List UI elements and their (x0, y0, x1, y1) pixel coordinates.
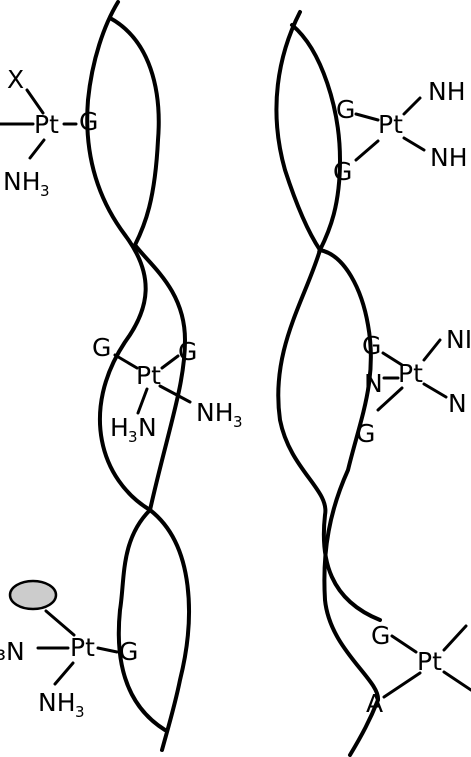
pt-n-top-bond (422, 338, 442, 362)
nh3-label-bottom: NH (38, 688, 76, 717)
nh3-subscript-bottom: 3 (75, 703, 85, 721)
intrastrand-gng-adduct: G N G Pt NI N (356, 325, 471, 448)
g1-pt-bond-mid-right (381, 351, 404, 367)
pt-label: Pt (34, 110, 59, 139)
protein-crosslink-adduct: ₃N Pt G NH 3 (0, 579, 138, 721)
g1-label: G (92, 333, 111, 362)
intrastrand-ag-adduct: G A Pt (366, 621, 471, 718)
g2-label-mid-right: G (356, 419, 375, 448)
pt-label-bottom-right: Pt (417, 647, 442, 676)
pt-label-right: Pt (378, 110, 403, 139)
nh3-label: NH (3, 167, 41, 196)
right-helix-strand-b (290, 23, 380, 757)
g1-label-mid-right: G (362, 331, 381, 360)
a-pt-bond (382, 671, 422, 699)
h3n-n-label: N (138, 413, 157, 442)
pt-nh-bottom-bond (402, 136, 426, 152)
intrastrand-gg-adduct: G G Pt NH NH (333, 77, 468, 186)
g1-pt-bond-right (354, 112, 380, 122)
right-helix (274, 10, 382, 757)
nh-bottom-label: NH (430, 143, 468, 172)
left-helix-strand-b (108, 16, 188, 732)
pt-nh3-bond (28, 138, 46, 160)
nh3-subscript: 3 (40, 182, 50, 200)
a-label: A (366, 689, 383, 718)
right-helix-strand-a (274, 10, 382, 622)
pt-g-bond-bottom (96, 646, 119, 654)
g-label: G (79, 107, 98, 136)
nh-top-label: NH (428, 77, 466, 106)
left-helix (85, 0, 191, 752)
nh3-label-mid: NH (196, 398, 234, 427)
x-label: X (7, 65, 24, 94)
pt-nh3-bond-mid (158, 384, 192, 404)
g2-label: G (178, 337, 197, 366)
n-label-mid-right: N (364, 369, 383, 398)
protein-pt-bond (44, 609, 76, 637)
pt-nh-top-bond (402, 96, 422, 116)
g2-pt-bond (160, 354, 180, 370)
x-pt-bond (25, 88, 45, 115)
pt-lower-bond (442, 670, 471, 692)
pt-label-mid-right: Pt (398, 359, 423, 388)
g2-pt-bond-mid-right (376, 386, 404, 412)
pt-h3n-bond (136, 387, 149, 415)
pt-n-bottom-bond (422, 382, 448, 399)
g1-pt-bond (113, 353, 139, 370)
g-label-bottom: G (119, 637, 138, 666)
protein-ellipse (8, 579, 58, 611)
pt-upper-bond (442, 624, 468, 652)
g-pt-bond-bottom-right (390, 634, 418, 654)
pt-label-bottom: Pt (70, 633, 95, 662)
interstrand-crosslink-adduct: G G Pt H 3 N NH 3 (92, 333, 243, 446)
nh3-subscript-mid: 3 (233, 413, 243, 431)
pt-nh3-bond-bottom (53, 661, 75, 686)
h3n-h-label: H (110, 413, 129, 442)
left-helix-strand-a (85, 0, 191, 752)
pt-label-mid: Pt (136, 361, 161, 390)
h3n-subscript: 3 (128, 428, 138, 446)
g1-label-right: G (336, 95, 355, 124)
g2-label-right: G (333, 157, 352, 186)
n-bottom-label: N (448, 389, 467, 418)
monofunctional-top-adduct: X Pt G NH 3 (0, 65, 98, 200)
g2-pt-bond-right (354, 139, 380, 162)
n-top-label: NI (446, 325, 471, 354)
h3n-label-bottom: ₃N (0, 637, 25, 666)
g-label-bottom-right: G (371, 621, 390, 650)
